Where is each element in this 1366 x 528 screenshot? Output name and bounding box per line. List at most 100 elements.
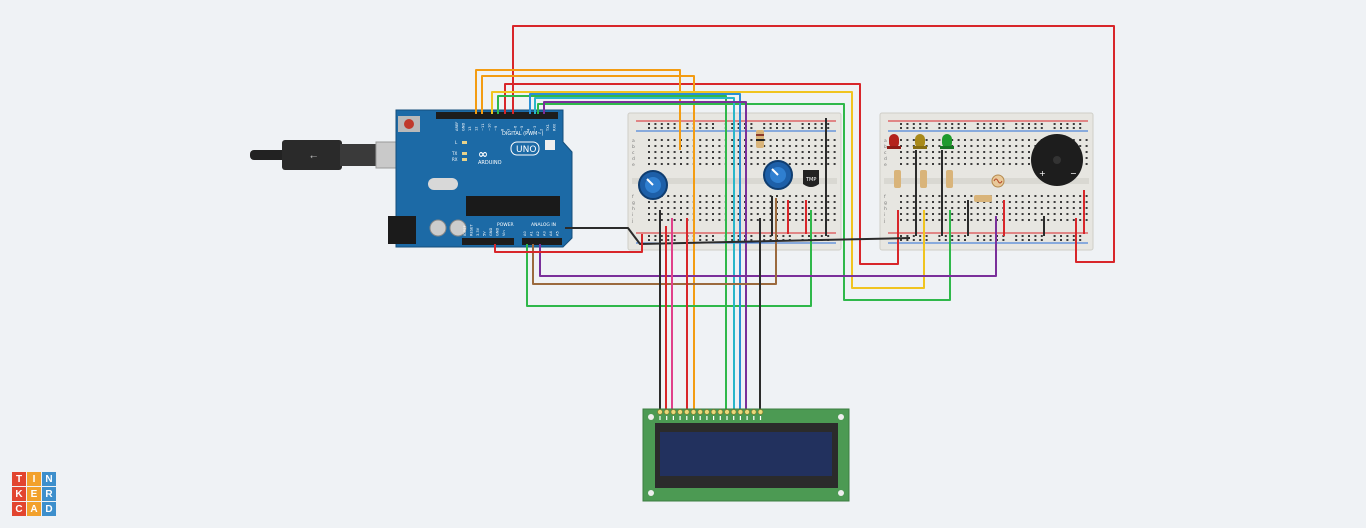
breadboard-hole (1028, 139, 1030, 141)
breadboard-hole (906, 139, 909, 141)
breadboard-hole (750, 213, 753, 215)
lcd-pin[interactable] (690, 409, 697, 415)
photoresistor[interactable] (991, 174, 1005, 188)
lcd-pin[interactable] (751, 409, 757, 415)
breadboard-hole (925, 207, 928, 209)
wire-green[interactable] (526, 210, 812, 307)
breadboard-hole (750, 195, 753, 197)
breadboard-hole (906, 151, 909, 153)
breadboard-hole (906, 163, 909, 165)
breadboard-hole (1015, 139, 1018, 141)
lcd-16x2[interactable] (642, 408, 850, 502)
potentiometer-1[interactable] (638, 170, 668, 200)
breadboard-hole (814, 139, 817, 141)
rail-hole (1072, 123, 1075, 125)
breadboard-hole (795, 151, 798, 153)
breadboard-hole (1002, 151, 1005, 153)
rail-hole (750, 235, 753, 237)
wire-red[interactable] (494, 234, 643, 253)
uno-badge (510, 141, 540, 156)
breadboard-hole (756, 151, 759, 153)
lcd-pin[interactable] (670, 409, 677, 415)
lcd-pin[interactable] (697, 409, 703, 415)
wire-blue[interactable] (529, 93, 741, 410)
breadboard-hole (782, 219, 785, 221)
breadboard-hole (1047, 219, 1050, 221)
lcd-pin[interactable] (704, 409, 710, 415)
lcd-pin[interactable] (744, 409, 750, 415)
breadboard-hole (737, 163, 740, 165)
breadboard-hole (820, 219, 823, 221)
breadboard-hole (1053, 219, 1056, 221)
rail-hole (699, 123, 702, 125)
breadboard-hole (680, 207, 682, 209)
wire-black[interactable] (565, 227, 911, 245)
lcd-pin[interactable] (710, 409, 717, 415)
rail-hole (763, 239, 766, 241)
breadboard-hole (667, 145, 670, 147)
led-green[interactable] (940, 134, 954, 149)
breadboard-hole (1015, 157, 1018, 159)
lcd-pin[interactable] (737, 409, 744, 415)
lcd-pin[interactable] (684, 409, 690, 415)
arduino-pin-label: A0 (523, 231, 527, 236)
rail-hole (957, 239, 960, 241)
reset-button[interactable] (404, 119, 414, 129)
breadboard-hole (1002, 139, 1005, 141)
breadboard-hole (938, 157, 941, 159)
breadboard-hole (1008, 213, 1011, 215)
rail-hole (705, 127, 708, 129)
wire-cyan[interactable] (534, 97, 735, 410)
rail-hole (1060, 239, 1062, 241)
rail-hole (763, 235, 766, 237)
resistor[interactable] (756, 130, 764, 148)
wire-purple[interactable] (543, 101, 747, 410)
led-yellow[interactable] (913, 134, 927, 149)
breadboard-hole (1008, 145, 1011, 147)
breadboard-hole (712, 207, 714, 209)
resistors-right[interactable] (894, 170, 992, 202)
breadboard-hole (833, 145, 836, 147)
wire-purple[interactable] (539, 216, 997, 277)
led-l (462, 141, 467, 144)
breadboard-hole (1053, 201, 1056, 203)
lcd-pin[interactable] (757, 409, 764, 415)
breadboard-hole (699, 139, 702, 141)
lcd-pins (657, 409, 764, 420)
breadboard-hole (900, 163, 902, 165)
piezo-buzzer[interactable]: + − (1031, 134, 1083, 186)
lcd-pin-mark (739, 416, 741, 420)
breadboard-hole (795, 219, 798, 221)
rail-hole (814, 235, 817, 237)
arduino-pin-label: GND (462, 123, 466, 131)
wires[interactable] (475, 25, 1115, 410)
wire-green[interactable] (537, 103, 951, 301)
wire-red[interactable] (512, 25, 1115, 263)
row-letter: f (884, 194, 886, 200)
lcd-pin[interactable] (677, 409, 683, 415)
breadboard-hole (1072, 139, 1075, 141)
wire-orange[interactable] (475, 69, 681, 150)
potentiometer-2[interactable] (763, 160, 793, 190)
lcd-pin[interactable] (717, 409, 723, 415)
lcd-pin[interactable] (724, 409, 730, 415)
temperature-sensor[interactable]: TMP (803, 170, 819, 187)
breadboard-hole (833, 207, 836, 209)
lcd-pin[interactable] (730, 409, 737, 415)
breadboard-hole (756, 201, 759, 203)
arduino-pin-label: 12 (475, 126, 479, 131)
rail-hole (731, 127, 734, 129)
breadboard-hole (1085, 157, 1088, 159)
lcd-pin[interactable] (663, 409, 670, 415)
usb-cable[interactable]: ⭠ (250, 140, 401, 170)
uno-label: UNO (516, 145, 536, 155)
row-letter: h (884, 206, 887, 212)
lcd-pin[interactable] (657, 409, 663, 415)
led-red[interactable] (887, 134, 901, 149)
arduino-uno-board[interactable]: ∞ ARDUINO UNO DIGITAL (PWM~) POWER ANALO… (388, 109, 573, 248)
breadboard-hole (976, 163, 979, 165)
wire-green[interactable] (497, 95, 727, 410)
wire-red[interactable] (504, 83, 899, 265)
breadboard-hole (731, 219, 734, 221)
